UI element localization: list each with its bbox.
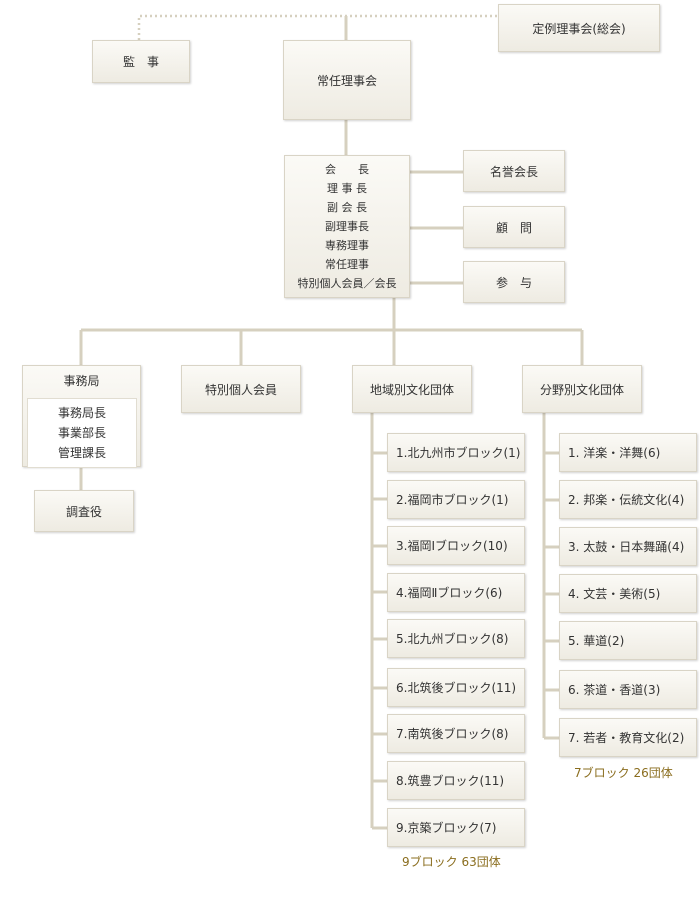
secretariat-title: 事務局 bbox=[63, 374, 100, 388]
standing-board-box: 常任理事会 bbox=[283, 40, 411, 120]
regional-item-label: 5.北九州ブロック(8) bbox=[396, 632, 509, 646]
regular-board-box: 定例理事会(総会) bbox=[498, 4, 660, 52]
officer-vice-chairman: 副理事長 bbox=[325, 220, 369, 233]
genre-item-label: 3. 太鼓・日本舞踊(4) bbox=[568, 540, 685, 554]
regional-item-label: 6.北筑後ブロック(11) bbox=[396, 681, 517, 695]
regional-item: 4.福岡Ⅱブロック(6) bbox=[387, 573, 525, 612]
adviser-label: 顧 問 bbox=[495, 220, 532, 235]
officer-president: 会 長 bbox=[325, 163, 369, 176]
honorary-president-box: 名誉会長 bbox=[463, 150, 565, 192]
genre-item-label: 1. 洋楽・洋舞(6) bbox=[568, 446, 661, 460]
officer-chairman: 理 事 長 bbox=[327, 182, 367, 195]
genre-item-label: 2. 邦楽・伝統文化(4) bbox=[568, 493, 685, 507]
officer-standing-director: 常任理事 bbox=[325, 258, 369, 271]
regional-item-label: 7.南筑後ブロック(8) bbox=[396, 727, 509, 741]
regional-item: 6.北筑後ブロック(11) bbox=[387, 668, 525, 707]
regional-item-label: 1.北九州市ブロック(1) bbox=[396, 446, 521, 460]
secretariat-members: 事務局長 事業部長 管理課長 bbox=[27, 398, 137, 468]
counselor-label: 参 与 bbox=[495, 275, 532, 290]
regional-groups-title: 地域別文化団体 bbox=[369, 382, 454, 397]
genre-item: 3. 太鼓・日本舞踊(4) bbox=[559, 527, 697, 566]
genre-item: 6. 茶道・香道(3) bbox=[559, 670, 697, 709]
regional-item-label: 4.福岡Ⅱブロック(6) bbox=[396, 586, 503, 600]
regional-item: 1.北九州市ブロック(1) bbox=[387, 433, 525, 472]
auditor-label: 監 事 bbox=[122, 55, 159, 69]
counselor-box: 参 与 bbox=[463, 261, 565, 303]
genre-groups-title: 分野別文化団体 bbox=[539, 382, 624, 397]
regional-item: 7.南筑後ブロック(8) bbox=[387, 714, 525, 753]
secretariat-member: 管理課長 bbox=[57, 446, 106, 460]
regional-item: 9.京築ブロック(7) bbox=[387, 808, 525, 847]
genre-item-label: 5. 華道(2) bbox=[568, 634, 625, 648]
honorary-president-label: 名誉会長 bbox=[489, 164, 538, 179]
standing-board-label: 常任理事会 bbox=[316, 73, 377, 88]
regional-groups-box: 地域別文化団体 bbox=[352, 365, 472, 413]
genre-item: 4. 文芸・美術(5) bbox=[559, 574, 697, 613]
secretariat-box: 事務局 事務局長 事業部長 管理課長 bbox=[22, 365, 141, 468]
investigator-box: 調査役 bbox=[34, 490, 134, 532]
regional-item: 2.福岡市ブロック(1) bbox=[387, 480, 525, 519]
regional-item-label: 3.福岡Ⅰブロック(10) bbox=[396, 539, 508, 553]
genre-summary: 7ブロック 26団体 bbox=[574, 766, 673, 780]
genre-groups-box: 分野別文化団体 bbox=[522, 365, 642, 413]
regional-item: 5.北九州ブロック(8) bbox=[387, 619, 525, 658]
regional-item-label: 9.京築ブロック(7) bbox=[396, 821, 497, 835]
genre-item: 7. 若者・教育文化(2) bbox=[559, 718, 697, 757]
special-members-label: 特別個人会員 bbox=[204, 382, 277, 397]
regional-item-label: 8.筑豊ブロック(11) bbox=[396, 774, 505, 788]
investigator-label: 調査役 bbox=[65, 504, 102, 519]
regular-board-label: 定例理事会(総会) bbox=[532, 21, 626, 36]
auditor-box: 監 事 bbox=[92, 40, 190, 83]
secretariat-member: 事務局長 bbox=[57, 406, 106, 420]
regional-item: 8.筑豊ブロック(11) bbox=[387, 761, 525, 800]
genre-item-label: 7. 若者・教育文化(2) bbox=[568, 731, 685, 745]
regional-item: 3.福岡Ⅰブロック(10) bbox=[387, 526, 525, 565]
officers-box: 会 長 理 事 長 副 会 長 副理事長 専務理事 常任理事 特別個人会員／会長 bbox=[284, 155, 410, 298]
officer-executive-director: 専務理事 bbox=[325, 239, 369, 252]
genre-item-label: 4. 文芸・美術(5) bbox=[568, 587, 661, 601]
genre-item-label: 6. 茶道・香道(3) bbox=[568, 683, 661, 697]
officer-special-member: 特別個人会員／会長 bbox=[297, 277, 397, 290]
genre-item: 5. 華道(2) bbox=[559, 621, 697, 660]
adviser-box: 顧 問 bbox=[463, 206, 565, 248]
regional-summary: 9ブロック 63団体 bbox=[402, 855, 501, 869]
regional-item-label: 2.福岡市ブロック(1) bbox=[396, 493, 509, 507]
genre-item: 2. 邦楽・伝統文化(4) bbox=[559, 480, 697, 519]
secretariat-member: 事業部長 bbox=[57, 426, 106, 440]
special-members-box: 特別個人会員 bbox=[181, 365, 301, 413]
genre-item: 1. 洋楽・洋舞(6) bbox=[559, 433, 697, 472]
officer-vice-president: 副 会 長 bbox=[327, 201, 367, 214]
